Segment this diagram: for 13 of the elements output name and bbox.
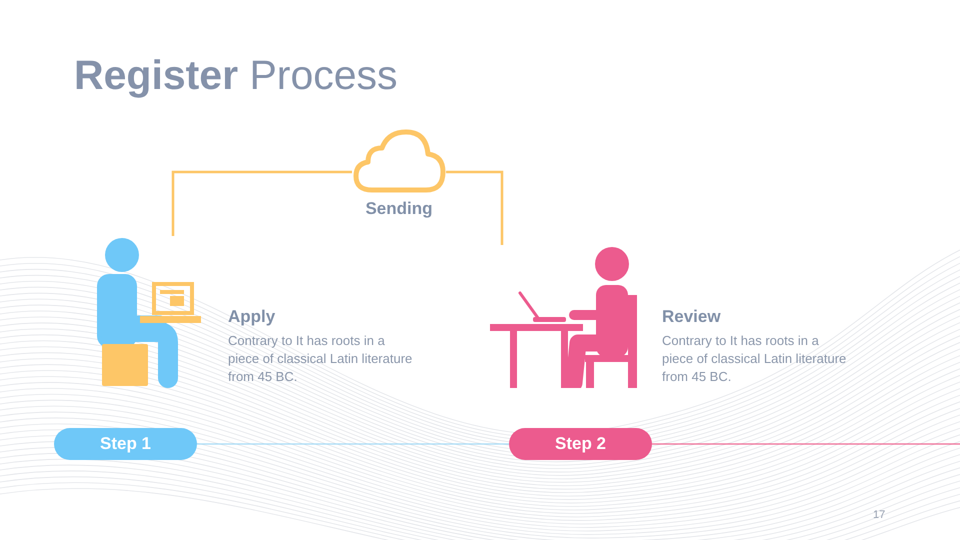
node-caption: Sending	[364, 199, 434, 219]
page-number: 17	[873, 509, 886, 521]
step-pill: Step 1	[54, 428, 197, 460]
connector-line	[197, 443, 509, 445]
step-heading: Apply	[228, 307, 276, 327]
step-heading: Review	[662, 307, 721, 327]
connector-line	[172, 170, 352, 236]
step-description: Contrary to It has roots in a piece of classical Latin literature from 45 BC.	[228, 332, 413, 386]
slide-title: Register Process	[74, 52, 398, 99]
connector-line	[652, 443, 960, 445]
connector-line	[446, 170, 504, 245]
step-pill: Step 2	[509, 428, 652, 460]
step-description: Contrary to It has roots in a piece of classical Latin literature from 45 BC.	[662, 332, 847, 386]
